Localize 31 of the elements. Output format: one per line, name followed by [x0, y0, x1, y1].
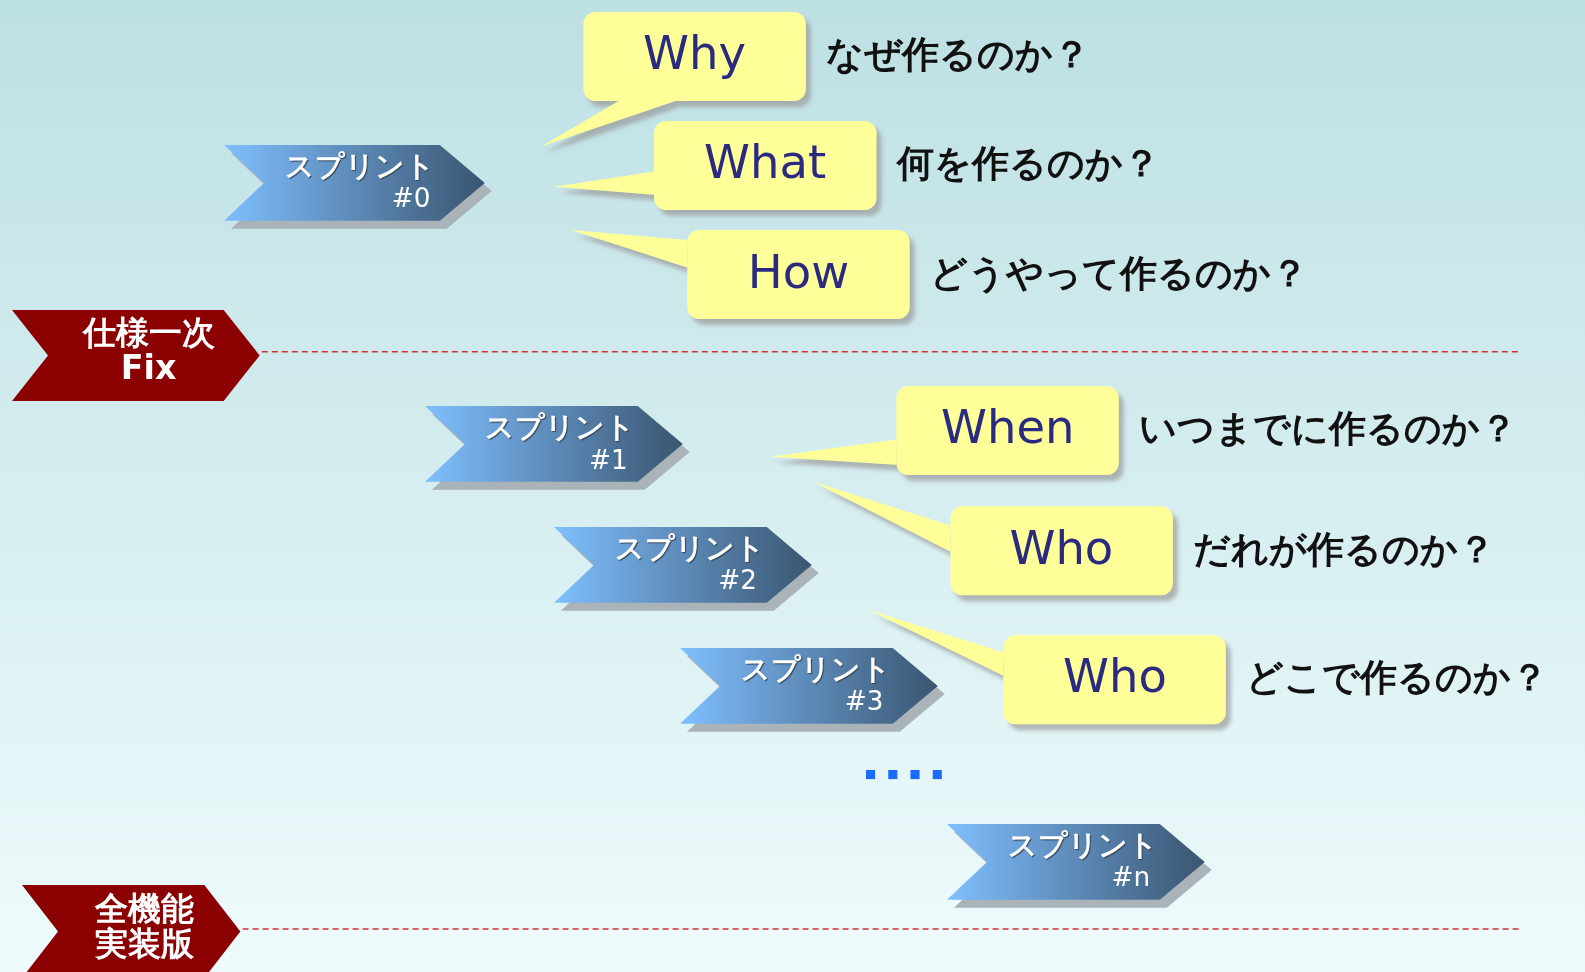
sprint-label: スプリント	[485, 409, 627, 447]
milestone-label: 全機能実装版	[93, 890, 195, 961]
sprint-label: スプリント	[285, 147, 427, 185]
bubble-label: Who	[1008, 520, 1115, 575]
sprint-tag	[680, 647, 947, 733]
milestone-chevron	[12, 310, 260, 402]
bubble-label: When	[940, 400, 1076, 455]
sprint-number: #1	[588, 444, 628, 475]
bubble-label: Why	[641, 26, 747, 81]
bubble-label: Who	[1062, 648, 1168, 703]
question-text: だれが作るのか？	[1192, 525, 1495, 573]
bubble-label: How	[746, 244, 851, 299]
sprint-tag	[947, 823, 1213, 909]
question-text: なぜ作るのか？	[825, 31, 1090, 79]
milestone-chevron	[22, 885, 241, 972]
sprint-tag	[424, 406, 691, 492]
question-text: いつまでに作るのか？	[1139, 405, 1518, 453]
bubble-label: What	[703, 135, 828, 190]
sprint-number: #n	[1111, 862, 1151, 893]
question-text: どうやって作るのか？	[929, 249, 1308, 297]
sprint-label: スプリント	[614, 529, 757, 567]
sprint-tag	[553, 526, 820, 612]
sprint-number: #2	[718, 565, 757, 596]
question-text: 何を作るのか？	[896, 140, 1160, 188]
sprint-label: スプリント	[1007, 826, 1150, 864]
milestone-label: 仕様一次Fix	[81, 315, 216, 386]
question-text: どこで作るのか？	[1246, 654, 1549, 701]
sprint-number: #0	[391, 182, 431, 213]
sprint-tag	[224, 144, 494, 230]
sprint-label: スプリント	[740, 650, 883, 688]
sprint-number: #3	[844, 686, 884, 717]
